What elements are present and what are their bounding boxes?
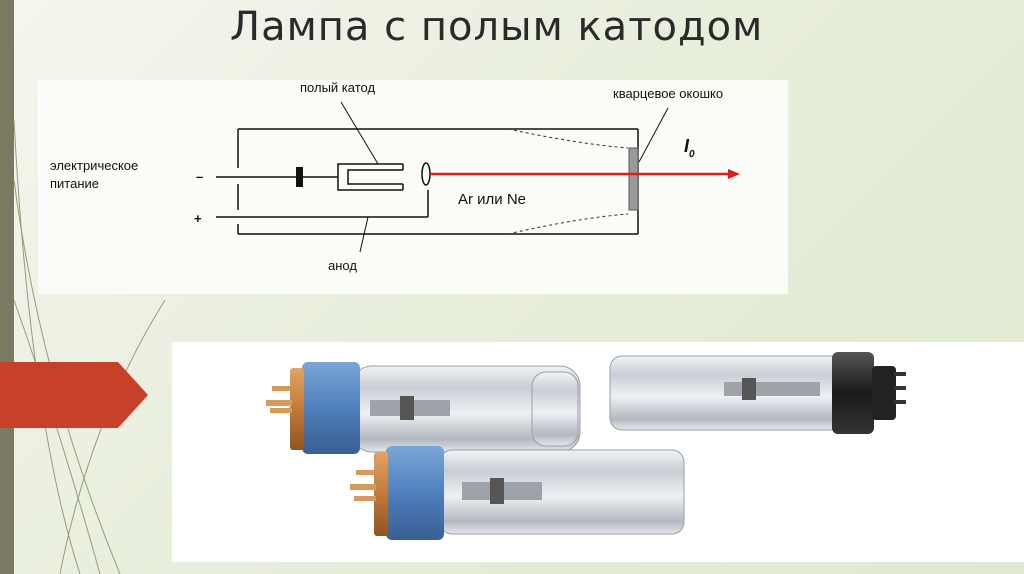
slide-title: Лампа с полым катодом: [230, 4, 764, 50]
label-power-line2: питание: [50, 176, 99, 191]
lamp-top-right: [609, 352, 906, 434]
lamp-photo-panel: [172, 342, 1024, 562]
label-plus: +: [194, 211, 202, 226]
power-wires: [216, 167, 429, 218]
hollow-cathode: [337, 163, 404, 191]
label-anode: анод: [328, 258, 357, 273]
lamp-top-left: [266, 362, 581, 454]
label-hollow-cathode: полый катод: [300, 80, 375, 95]
beam-arrowhead: [728, 169, 740, 179]
left-decor-strip: [0, 0, 14, 574]
label-beam-I: I: [684, 136, 690, 156]
label-minus: –: [196, 169, 203, 184]
lamp-bottom: [350, 446, 685, 540]
label-gas: Ar или Ne: [458, 191, 526, 208]
beam-cone-dashes: [507, 128, 629, 235]
label-beam-intensity: I0: [684, 136, 695, 160]
anode-ring: [421, 162, 431, 186]
accent-arrow-tab: [0, 362, 148, 428]
hollow-cathode-lamp-image: [266, 352, 906, 540]
label-quartz-window: кварцевое окошко: [613, 86, 723, 101]
label-beam-sub: 0: [689, 149, 695, 160]
leader-lines: [340, 101, 669, 253]
lamp-schematic-diagram: полый катод кварцевое окошко электрическ…: [38, 80, 788, 294]
quartz-window: [628, 147, 639, 211]
label-power-line1: электрическое: [50, 158, 138, 173]
